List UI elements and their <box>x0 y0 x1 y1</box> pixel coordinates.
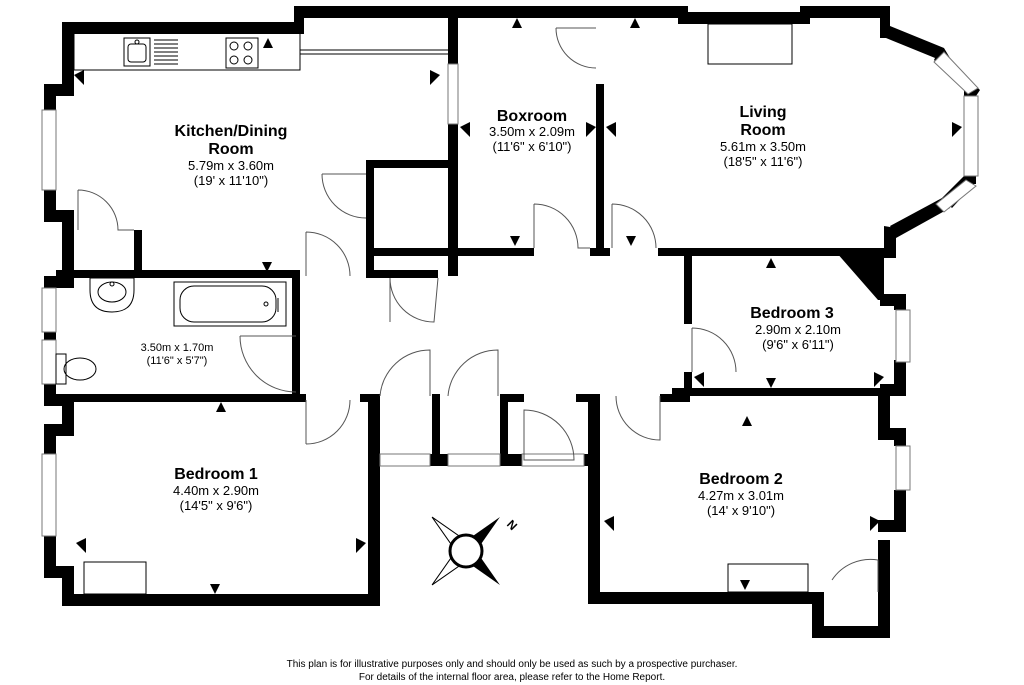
bedroom3-name: Bedroom 3 <box>750 305 834 322</box>
bedroom2-fireplace <box>727 563 809 593</box>
room-label-living: Living Room 5.61m x 3.50m (18'5" x 11'6"… <box>720 104 806 169</box>
toilet-icon <box>55 353 97 385</box>
room-label-boxroom: Boxroom 3.50m x 2.09m (11'6" x 6'10") <box>489 108 575 154</box>
compass-north-label: N <box>504 517 520 533</box>
boxroom-imperial: (11'6" x 6'10") <box>493 139 572 154</box>
living-metric: 5.61m x 3.50m <box>720 139 806 154</box>
boxroom-name: Boxroom <box>497 108 567 125</box>
compass-icon <box>431 516 500 586</box>
room-label-kitchen: Kitchen/Dining Room 5.79m x 3.60m (19' x… <box>175 123 288 188</box>
bedroom2-metric: 4.27m x 3.01m <box>698 488 784 503</box>
measure-markers <box>74 18 962 594</box>
kitchen-hall-window <box>447 63 459 125</box>
bedroom1-fireplace <box>83 561 147 595</box>
boxroom-metric: 3.50m x 2.09m <box>489 124 575 139</box>
cupboard-window-2 <box>447 453 501 467</box>
room-label-bathroom: 3.50m x 1.70m (11'6" x 5'7") <box>141 342 214 367</box>
bedroom2-imperial: (14' x 9'10") <box>707 503 775 518</box>
bedroom3-imperial: (9'6" x 6'11") <box>762 337 834 352</box>
bathroom-window-1 <box>41 287 57 333</box>
cupboard-window-1 <box>379 453 431 467</box>
bedroom1-imperial: (14'5" x 9'6") <box>180 498 253 513</box>
room-label-bedroom3: Bedroom 3 2.90m x 2.10m (9'6" x 6'11") <box>750 305 841 352</box>
kitchen-imperial: (19' x 11'10") <box>194 173 268 188</box>
washbasin-icon <box>89 277 135 313</box>
kitchen-sink-icon <box>123 37 178 67</box>
bedroom2-name: Bedroom 2 <box>699 471 783 488</box>
doors <box>77 27 879 592</box>
living-name-line1: Living <box>739 104 786 121</box>
kitchen-window <box>41 109 57 191</box>
living-fireplace <box>707 23 793 65</box>
hob-icon <box>225 37 259 69</box>
bedroom2-window <box>895 445 911 491</box>
kitchen-name-line2: Room <box>208 141 253 158</box>
disclaimer-line1: This plan is for illustrative purposes o… <box>286 659 738 670</box>
bedroom1-window <box>41 453 57 537</box>
living-imperial: (18'5" x 11'6") <box>724 154 803 169</box>
bathroom-imperial: (11'6" x 5'7") <box>147 355 208 367</box>
room-label-bedroom2: Bedroom 2 4.27m x 3.01m (14' x 9'10") <box>698 471 784 518</box>
kitchen-metric: 5.79m x 3.60m <box>188 158 274 173</box>
internal-walls <box>56 14 888 460</box>
kitchen-name-line1: Kitchen/Dining <box>175 123 288 140</box>
room-label-bedroom1: Bedroom 1 4.40m x 2.90m (14'5" x 9'6") <box>173 466 259 513</box>
living-bay-window-top <box>933 51 979 95</box>
bedroom3-window <box>895 309 911 363</box>
living-name-line2: Room <box>740 122 785 139</box>
bathroom-metric: 3.50m x 1.70m <box>141 342 214 354</box>
disclaimer-line2: For details of the internal floor area, … <box>358 672 666 683</box>
bedroom1-name: Bedroom 1 <box>174 466 258 483</box>
living-bay-window-bottom <box>935 179 977 213</box>
bath-icon <box>173 281 287 327</box>
living-bay-window-right <box>963 95 979 177</box>
fixtures <box>55 23 809 595</box>
bathroom-window-2 <box>41 339 57 385</box>
bedroom3-metric: 2.90m x 2.10m <box>755 322 841 337</box>
windows <box>41 51 979 537</box>
bedroom1-metric: 4.40m x 2.90m <box>173 483 259 498</box>
